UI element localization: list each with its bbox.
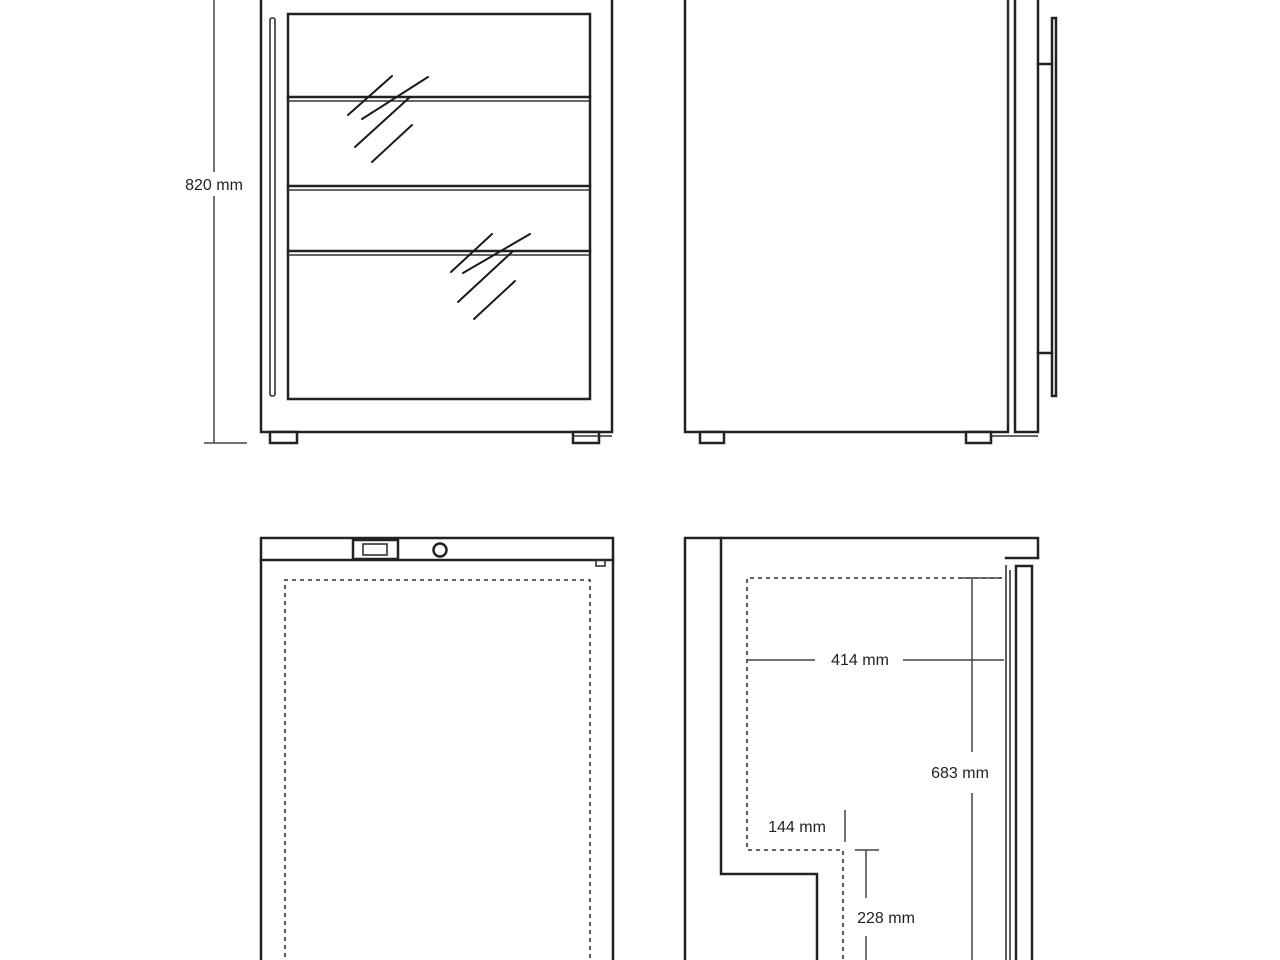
side-section-outer bbox=[683, 536, 1040, 960]
side-handle-bar bbox=[1050, 16, 1058, 398]
front-interior-dashed-outline bbox=[284, 579, 591, 960]
side-section-door-outer bbox=[1014, 564, 1034, 960]
hinge-latch bbox=[595, 559, 606, 567]
glass-reflection-1 bbox=[347, 75, 393, 116]
front-door-handle bbox=[269, 17, 276, 397]
glass-reflection-6 bbox=[462, 233, 531, 274]
side-section-interior-dashed bbox=[746, 577, 1002, 960]
total-height-dimension: 820 mm bbox=[180, 0, 248, 444]
side-section-back-wall bbox=[719, 536, 819, 960]
front-cabinet-outline bbox=[259, 0, 614, 434]
glass-reflection-8 bbox=[473, 280, 516, 320]
temperature-display-housing bbox=[351, 538, 400, 561]
side-section-view: 414 mm 683 mm 144 mm 228 mm bbox=[683, 536, 1040, 960]
front-glass-frame bbox=[286, 12, 592, 401]
front-view bbox=[259, 0, 614, 445]
interior-depth-label: 414 mm bbox=[831, 652, 889, 669]
glass-reflection-3 bbox=[354, 96, 411, 148]
side-door-edge bbox=[1013, 0, 1040, 434]
total-height-label-mask bbox=[180, 172, 248, 196]
glass-reflection-4 bbox=[371, 124, 413, 163]
temperature-display-screen bbox=[362, 543, 388, 556]
side-cabinet-outline bbox=[683, 0, 1010, 434]
glass-reflection-5 bbox=[450, 233, 493, 273]
interior-height-label: 683 mm bbox=[931, 765, 989, 782]
side-foot-right bbox=[964, 430, 993, 445]
side-foot-left bbox=[698, 430, 726, 445]
front-interior-view bbox=[259, 536, 615, 960]
step-height-label: 228 mm bbox=[857, 910, 915, 927]
front-foot-right bbox=[571, 430, 601, 445]
total-height-label: 820 mm bbox=[185, 177, 243, 194]
side-view bbox=[683, 0, 1058, 445]
glass-reflection-2 bbox=[361, 76, 429, 120]
glass-reflection-7 bbox=[457, 251, 513, 303]
control-knob bbox=[432, 542, 448, 558]
control-panel-strip bbox=[259, 536, 615, 562]
step-depth-label: 144 mm bbox=[768, 819, 826, 836]
front-foot-left bbox=[268, 430, 299, 445]
